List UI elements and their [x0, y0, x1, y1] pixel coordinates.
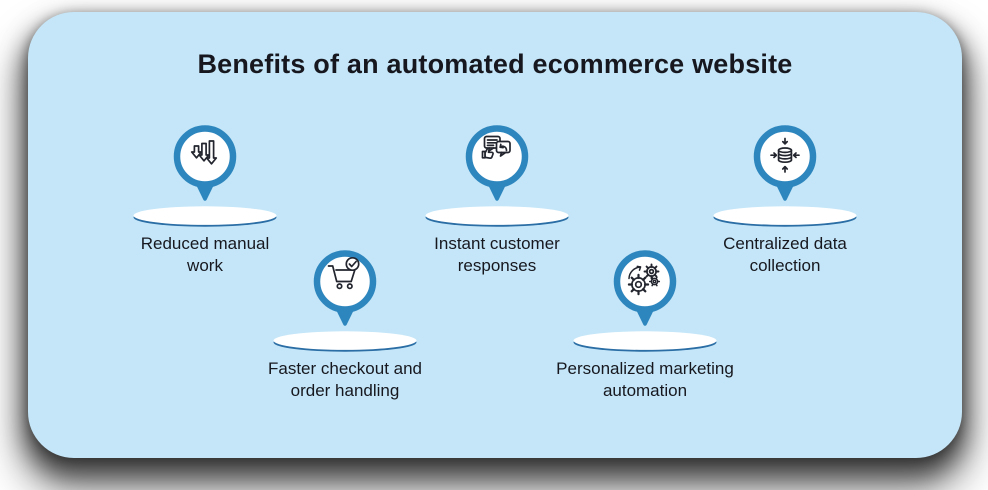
platform-ellipse: [273, 331, 417, 352]
platform-ellipse: [425, 206, 569, 227]
benefit-item-instant-responses: Instant customer responses: [387, 125, 607, 278]
benefit-label: Reduced manual work: [140, 234, 270, 276]
platform-ellipse: [573, 331, 717, 352]
arrows-down-icon: [190, 140, 218, 165]
benefit-item-centralized-data: Centralized data collection: [675, 125, 895, 278]
pin-marker: [613, 250, 677, 330]
gears-icon: [627, 263, 661, 296]
benefit-label: Instant customer responses: [434, 234, 560, 276]
platform-ellipse: [713, 206, 857, 227]
pin-marker: [753, 125, 817, 205]
page-title: Benefits of an automated ecommerce websi…: [197, 49, 793, 79]
chat-bubbles-icon: [481, 135, 511, 160]
database-arrows-icon: [770, 137, 800, 173]
benefit-label: Personalized marketing automation: [556, 359, 734, 401]
platform-ellipse: [133, 206, 277, 227]
benefit-item-personalized-marketing: Personalized marketing automation: [535, 250, 755, 403]
pin-marker: [465, 125, 529, 205]
pin-marker: [173, 125, 237, 205]
cart-check-icon: [327, 256, 360, 290]
benefit-item-faster-checkout: Faster checkout and order handling: [235, 250, 455, 403]
benefit-label: Centralized data collection: [723, 234, 847, 276]
benefit-label: Faster checkout and order handling: [267, 359, 423, 401]
pin-marker: [313, 250, 377, 330]
benefit-item-reduced-manual-work: Reduced manual work: [95, 125, 315, 278]
infographic-card: Benefits of an automated ecommerce websi…: [28, 12, 962, 458]
